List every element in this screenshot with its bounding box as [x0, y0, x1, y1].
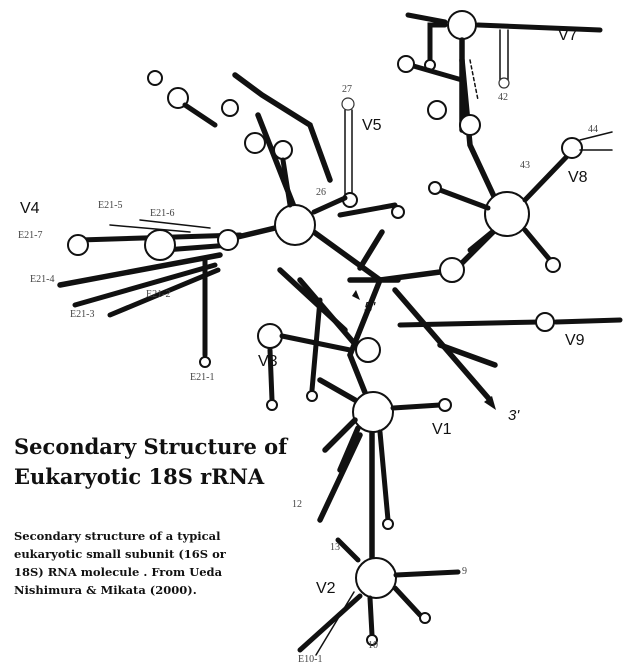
five-prime-arrowhead — [352, 290, 360, 300]
helix-label-e21-6: E21-6 — [150, 208, 174, 219]
caption-line-2: eukaryotic small subunit (16S or — [14, 547, 226, 561]
caption-line-1: Secondary structure of a typical — [14, 529, 221, 543]
helix-label-e21-7: E21-7 — [18, 230, 42, 241]
caption-line-3: 18S) RNA molecule . From Ueda — [14, 565, 223, 579]
region-v5-structure — [147, 70, 405, 246]
helix-label-e21-4: E21-4 — [30, 274, 54, 285]
three-prime-end-label: 3' — [508, 407, 520, 424]
region-v3-structure — [257, 229, 401, 411]
title-line-1: Secondary Structure of — [14, 434, 288, 459]
helix-label-e21-2: E21-2 — [146, 289, 170, 300]
region-v4-structure — [57, 219, 243, 368]
helix-label-e21-1: E21-1 — [190, 372, 214, 383]
helix-label-44: 44 — [588, 124, 598, 135]
region-v8-structure — [428, 131, 613, 283]
region-label-v5: V5 — [362, 117, 382, 134]
region-v7-structure — [397, 10, 603, 136]
region-label-v1: V1 — [432, 421, 452, 438]
diagram-title: Secondary Structure of Eukaryotic 18S rR… — [14, 432, 324, 492]
region-v2-structure — [297, 537, 461, 656]
region-label-v8: V8 — [568, 169, 588, 186]
helix-label-e21-3: E21-3 — [70, 309, 94, 320]
helix-label-13: 13 — [330, 542, 340, 553]
helix-label-12: 12 — [292, 499, 302, 510]
region-v9-structure — [392, 287, 623, 403]
region-label-v2: V2 — [316, 580, 336, 597]
helix-label-27: 27 — [342, 84, 352, 95]
region-v1-structure — [317, 377, 452, 530]
region-label-v9: V9 — [565, 332, 585, 349]
central-backbone — [222, 57, 508, 578]
helix-label-9: 9 — [462, 566, 467, 577]
diagram-caption: Secondary structure of a typical eukaryo… — [14, 527, 304, 599]
helix-label-42: 42 — [498, 92, 508, 103]
title-line-2: Eukaryotic 18S rRNA — [14, 464, 265, 489]
helix-label-26: 26 — [316, 187, 326, 198]
region-label-v3: V3 — [258, 353, 278, 370]
region-label-v7: V7 — [558, 27, 578, 44]
helix-label-e21-5: E21-5 — [98, 200, 122, 211]
caption-line-4: Nishimura & Mikata (2000). — [14, 583, 197, 597]
helix-label-10: 10 — [368, 640, 378, 651]
helix-label-43: 43 — [520, 160, 530, 171]
three-prime-arrowhead — [484, 396, 496, 410]
five-prime-end-label: 5' — [364, 299, 376, 316]
region-label-v4: V4 — [20, 200, 40, 217]
helix-label-e10-1: E10-1 — [298, 654, 322, 665]
